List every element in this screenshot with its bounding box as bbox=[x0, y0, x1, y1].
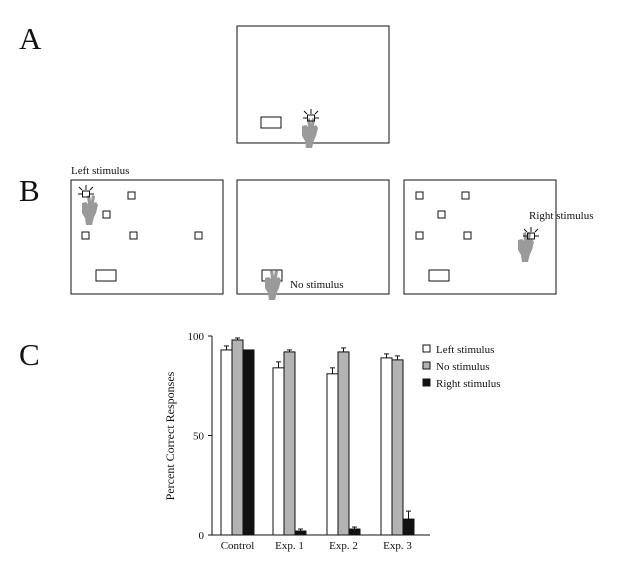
right-stimulus-label: Right stimulus bbox=[529, 210, 594, 222]
panel-b-left-spark-icon bbox=[77, 184, 95, 198]
bars bbox=[220, 339, 415, 536]
target-square bbox=[81, 231, 90, 240]
bar-no-stimulus bbox=[283, 351, 296, 536]
target-square bbox=[461, 191, 470, 200]
no-stimulus-label: No stimulus bbox=[290, 279, 343, 291]
panel-a-start-box bbox=[260, 116, 282, 129]
category-label: Control bbox=[221, 540, 255, 552]
legend-label-right-stimulus: Right stimulus bbox=[436, 378, 501, 390]
panel-a: A bbox=[19, 21, 390, 148]
target-square bbox=[194, 231, 203, 240]
panel-b-left-hand-icon bbox=[82, 195, 98, 225]
legend-label-no-stimulus: No stimulus bbox=[436, 361, 489, 373]
legend: Left stimulus No stimulus Right stimulus bbox=[422, 344, 501, 390]
panel-a-stimulus-spark-icon bbox=[302, 108, 320, 122]
panel-b-center-hand-icon bbox=[265, 270, 281, 300]
bar-left-stimulus bbox=[272, 367, 285, 536]
legend-swatch-right-stimulus bbox=[422, 378, 431, 387]
target-square bbox=[463, 231, 472, 240]
y-tick-label: 50 bbox=[193, 431, 205, 443]
panel-c: C Percent Correct Responses 0 50 100 Contr… bbox=[19, 331, 501, 552]
bar-left-stimulus bbox=[380, 357, 393, 536]
panel-b-letter: B bbox=[19, 173, 40, 208]
bar-left-stimulus bbox=[220, 349, 233, 536]
panel-b: B Left stimulus No stimulus Right stimul… bbox=[19, 165, 594, 300]
target-square bbox=[127, 191, 136, 200]
panel-b-left-frame bbox=[70, 179, 224, 295]
category-label: Exp. 3 bbox=[383, 540, 412, 552]
bar-chart: Percent Correct Responses 0 50 100 Control… bbox=[163, 331, 430, 552]
y-tick-label: 0 bbox=[199, 530, 205, 542]
panel-a-letter: A bbox=[19, 21, 42, 56]
target-square bbox=[415, 191, 424, 200]
y-ticks: 0 50 100 bbox=[188, 331, 212, 542]
start-box bbox=[95, 269, 117, 282]
y-axis-title: Percent Correct Responses bbox=[163, 371, 177, 500]
category-labels: Control Exp. 1 Exp. 2 Exp. 3 bbox=[221, 540, 413, 552]
bar-right-stimulus bbox=[242, 349, 255, 536]
bar-right-stimulus bbox=[348, 528, 361, 536]
panel-b-right-frame bbox=[403, 179, 557, 295]
y-tick-label: 100 bbox=[188, 331, 205, 343]
legend-label-left-stimulus: Left stimulus bbox=[436, 344, 494, 356]
target-square bbox=[437, 210, 446, 219]
category-label: Exp. 1 bbox=[275, 540, 304, 552]
start-box bbox=[428, 269, 450, 282]
legend-swatch-left-stimulus bbox=[422, 344, 431, 353]
bar-left-stimulus bbox=[326, 373, 339, 536]
panel-c-letter: C bbox=[19, 337, 40, 372]
bar-right-stimulus bbox=[294, 530, 307, 536]
bar-no-stimulus bbox=[391, 359, 404, 536]
legend-swatch-no-stimulus bbox=[422, 361, 431, 370]
bar-no-stimulus bbox=[337, 351, 350, 536]
target-square bbox=[129, 231, 138, 240]
panel-b-center-frame bbox=[236, 179, 390, 295]
category-label: Exp. 2 bbox=[329, 540, 358, 552]
target-square bbox=[102, 210, 111, 219]
target-square bbox=[415, 231, 424, 240]
left-stimulus-label: Left stimulus bbox=[71, 165, 129, 177]
bar-right-stimulus bbox=[402, 518, 415, 536]
bar-no-stimulus bbox=[231, 339, 244, 536]
